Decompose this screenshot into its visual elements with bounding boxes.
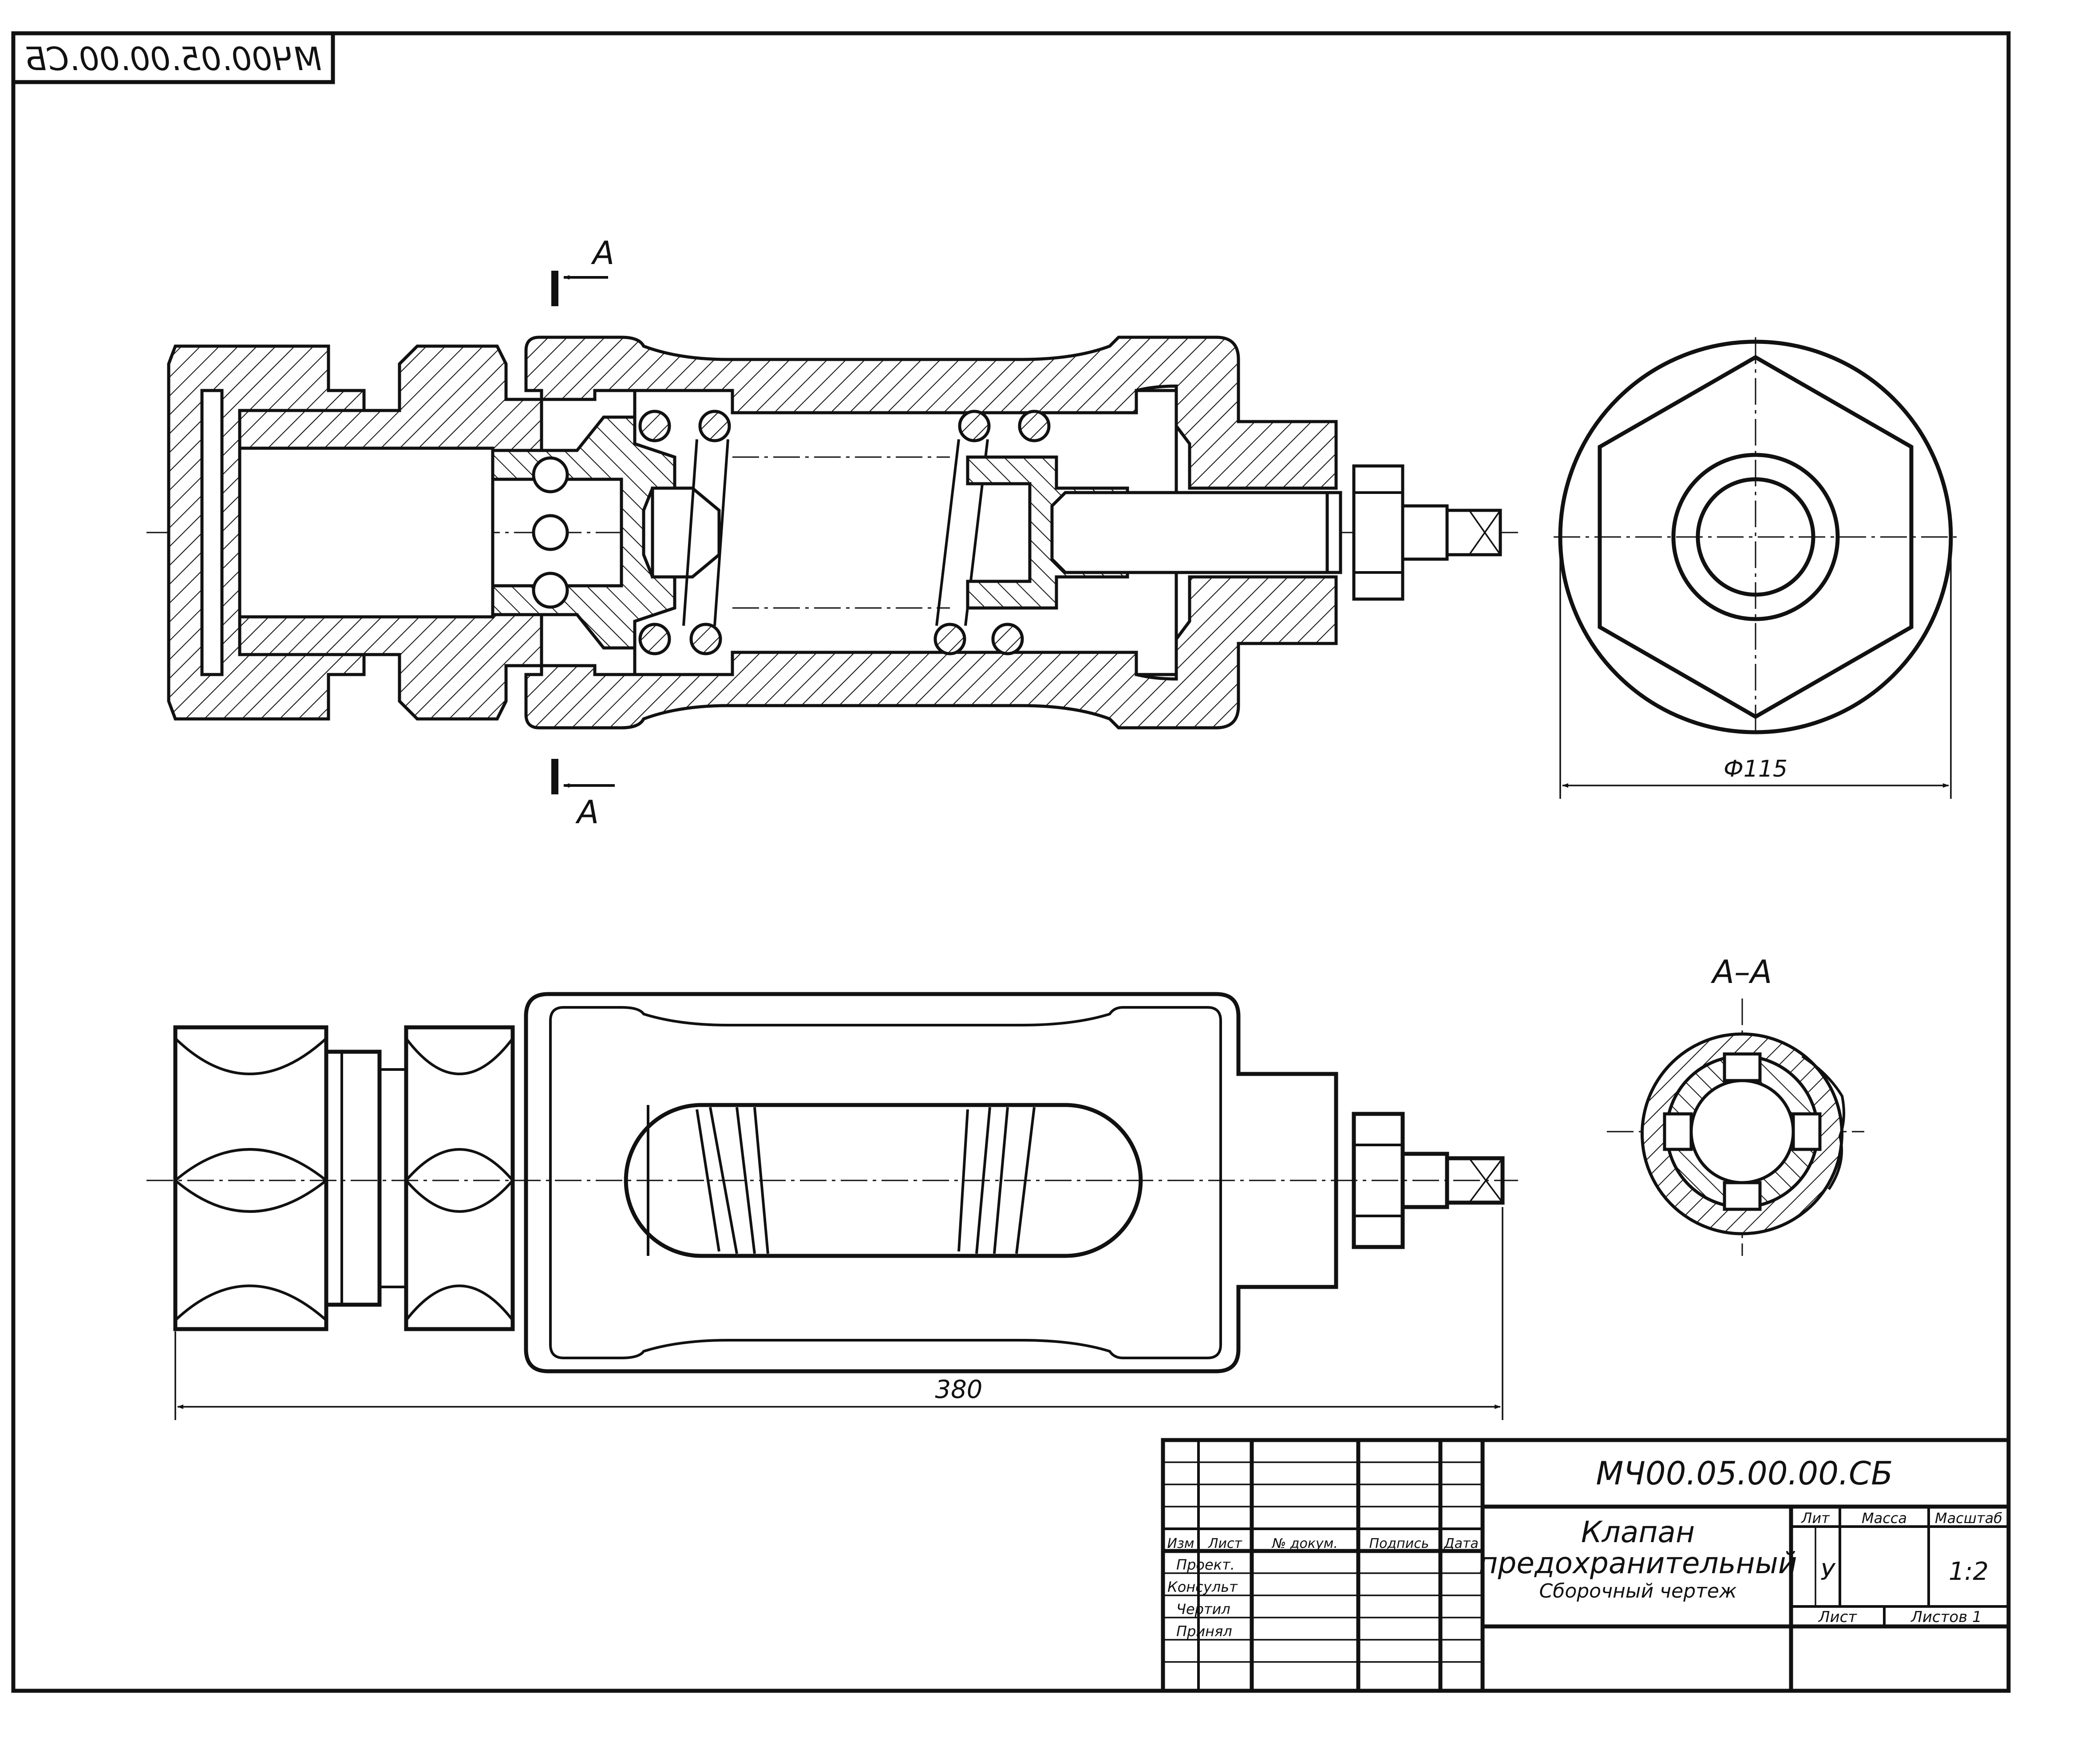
col-header-list: Лист bbox=[1208, 1536, 1243, 1551]
section-mark-bottom: А bbox=[575, 793, 599, 831]
fitting-neck-exterior bbox=[324, 1050, 382, 1307]
seat-port-bottom bbox=[532, 572, 569, 609]
section-cut-marks: А А bbox=[551, 234, 615, 831]
end-view-hex bbox=[1598, 355, 1914, 719]
end-view: Ф115 bbox=[1554, 337, 1962, 799]
product-name-line3: Сборочный чертеж bbox=[1539, 1580, 1736, 1602]
screw-shoulder bbox=[1325, 491, 1342, 574]
end-view-outer-circle bbox=[1558, 339, 1953, 734]
col-header-date: Дата bbox=[1443, 1536, 1479, 1551]
doc-code: МЧ00.05.00.00.СБ bbox=[1596, 1455, 1893, 1492]
col-header-doc: № докум. bbox=[1271, 1536, 1338, 1551]
valve-plug bbox=[651, 486, 721, 579]
length-dimension: 380 bbox=[935, 1375, 983, 1404]
role-drafted: Чертил bbox=[1176, 1601, 1230, 1618]
section-title: А–А bbox=[1711, 953, 1772, 991]
fitting-hex-exterior bbox=[404, 1025, 515, 1331]
screw-stem bbox=[1401, 504, 1449, 561]
drawing-frame bbox=[11, 31, 2011, 1693]
gasket-ring bbox=[200, 389, 224, 676]
square-end-exterior bbox=[1445, 1156, 1505, 1205]
lit-value: У bbox=[1820, 1559, 1836, 1586]
housing-exterior bbox=[524, 992, 1338, 1373]
sheets-label: Листов 1 bbox=[1910, 1608, 1981, 1626]
scale-value: 1:2 bbox=[1949, 1557, 1989, 1586]
product-name-line1: Клапан bbox=[1581, 1515, 1695, 1549]
mirrored-code-box: МЧ00.05.00.00.СБ bbox=[11, 31, 335, 84]
diameter-dimension: Ф115 bbox=[1724, 756, 1788, 782]
exterior-view: 380 bbox=[146, 992, 1518, 1420]
seat-port-top bbox=[532, 456, 569, 493]
adjusting-screw bbox=[1050, 491, 1329, 574]
col-header-izm: Изм bbox=[1167, 1536, 1194, 1551]
scale-label: Масштаб bbox=[1935, 1510, 2002, 1527]
section-a-a: А–А bbox=[1607, 953, 1864, 1256]
role-project: Проект. bbox=[1176, 1556, 1235, 1573]
spring bbox=[638, 410, 1051, 655]
title-block: МЧ00.05.00.00.СБ Клапан предохранительны… bbox=[1161, 1438, 2011, 1693]
mirrored-code-text: МЧ00.05.00.00.СБ bbox=[24, 40, 321, 78]
end-view-mid-circle bbox=[1671, 453, 1840, 621]
col-header-signature: Подпись bbox=[1369, 1536, 1429, 1551]
seat-port-center bbox=[532, 514, 569, 551]
spring-visible-through-window bbox=[696, 1107, 1036, 1254]
inlet-bore bbox=[238, 446, 494, 619]
lit-label: Лит bbox=[1801, 1510, 1830, 1527]
main-section-view bbox=[146, 335, 1518, 730]
lock-nut bbox=[1352, 464, 1404, 601]
end-view-inner-circle bbox=[1696, 477, 1815, 597]
mass-label: Масса bbox=[1862, 1510, 1907, 1527]
sight-window bbox=[624, 1103, 1143, 1258]
product-name-line2: предохранительный bbox=[1479, 1546, 1797, 1580]
section-mark-top: А bbox=[591, 234, 614, 272]
role-approved: Принял bbox=[1176, 1623, 1232, 1640]
sheet-label: Лист bbox=[1818, 1608, 1857, 1626]
role-consult: Консульт bbox=[1167, 1579, 1238, 1595]
